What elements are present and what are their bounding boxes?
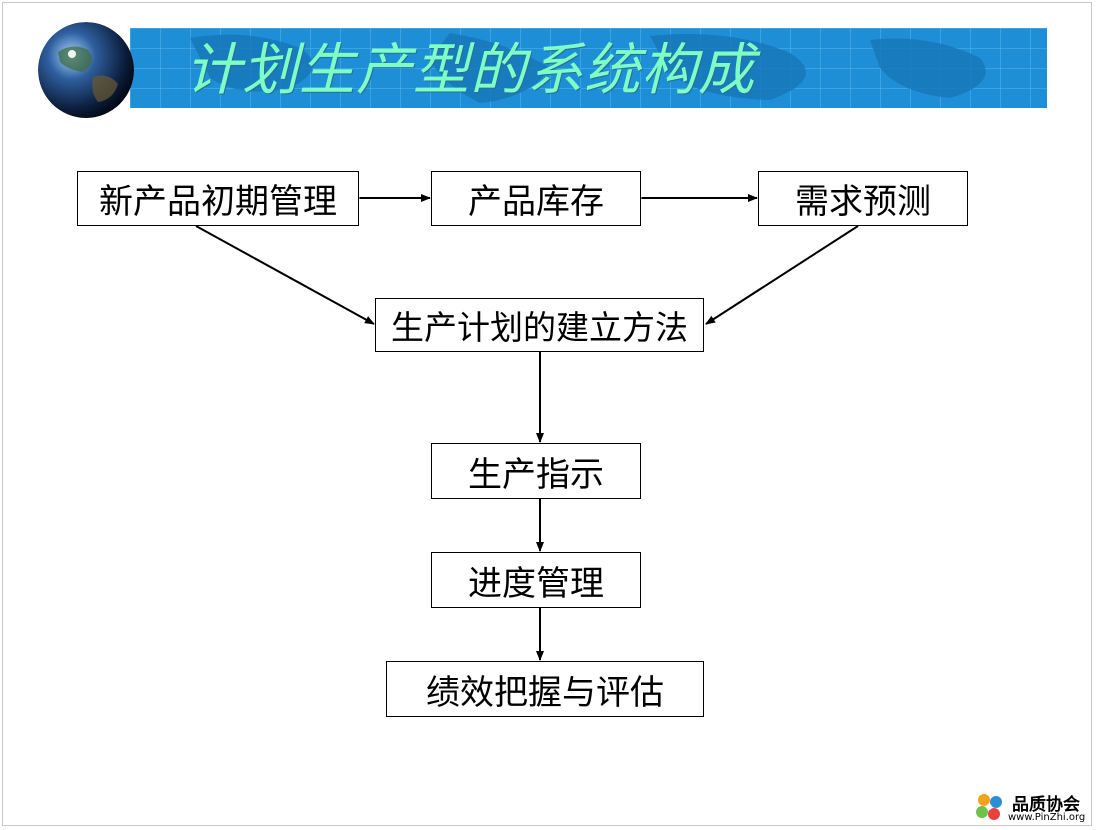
- node-inventory: 产品库存: [431, 171, 641, 226]
- node-plan-method: 生产计划的建立方法: [375, 298, 704, 352]
- title-banner: [130, 28, 1047, 108]
- globe-icon: [38, 22, 134, 118]
- node-forecast: 需求预测: [758, 171, 968, 226]
- node-progress: 进度管理: [431, 552, 641, 608]
- flower-logo-icon: [976, 794, 1002, 820]
- edge-new-product-plan: [195, 225, 375, 325]
- logo-name: 品质协会: [1012, 795, 1080, 815]
- node-evaluation: 绩效把握与评估: [386, 661, 704, 717]
- node-instruction: 生产指示: [431, 443, 641, 499]
- edge-forecast-plan: [705, 225, 859, 325]
- slide-title: 计划生产型的系统构成: [185, 38, 755, 103]
- node-new-product: 新产品初期管理: [77, 171, 359, 226]
- logo-url: www.PinZhi.org: [1008, 812, 1086, 823]
- site-logo: 品质协会 www.PinZhi.org: [972, 788, 1092, 826]
- world-map-background: [130, 28, 1047, 108]
